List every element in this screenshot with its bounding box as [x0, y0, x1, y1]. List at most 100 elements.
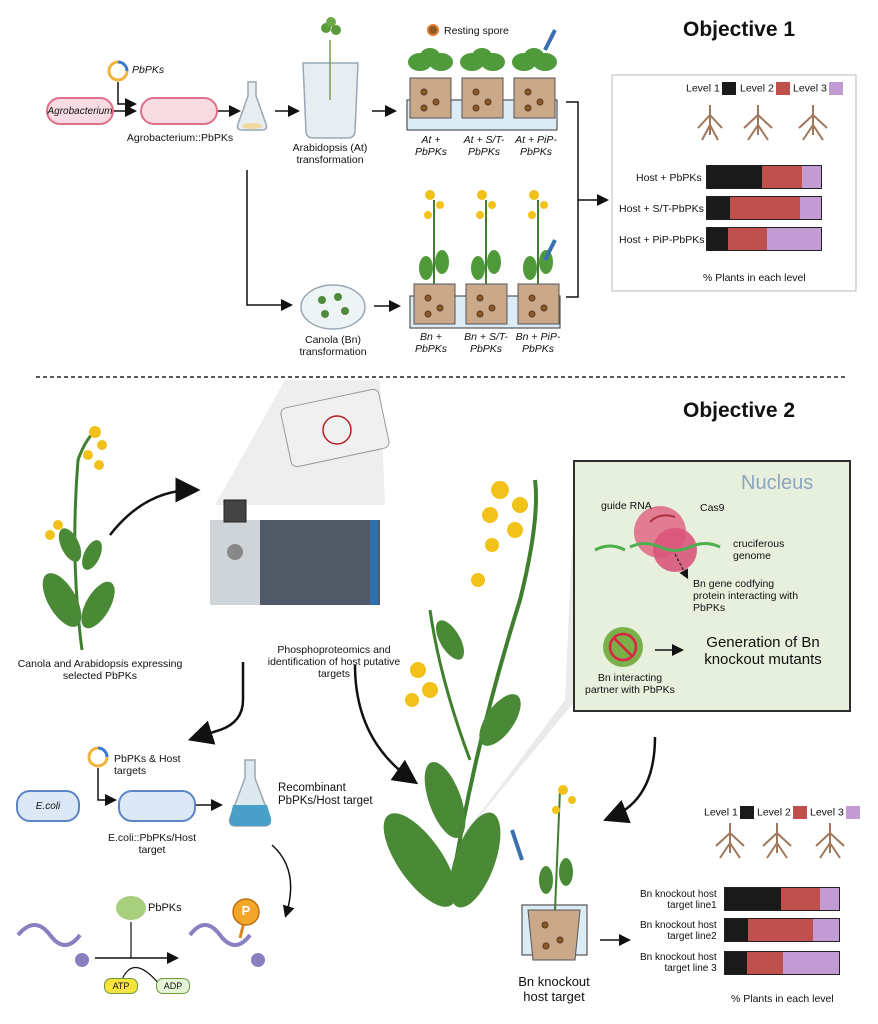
bar-segment-level-1	[725, 919, 748, 941]
bar-segment-level-1	[725, 952, 747, 974]
legend-swatch	[721, 82, 736, 95]
nucleus-panel: Nucleus guide RNA Cas9 cruciferous genom…	[573, 460, 851, 712]
bar-segment-level-2	[727, 228, 768, 250]
stacked-bar	[706, 196, 822, 220]
bn-label-2: Bn + S/T- PbPKs	[464, 331, 508, 355]
bar-segment-level-1	[707, 166, 762, 188]
genome-dna-icon	[629, 542, 721, 552]
pbpks-host-targets-label: PbPKs & Host targets	[114, 753, 181, 777]
flask-icon-2	[228, 759, 272, 827]
chart2-category-label: Bn knockout host target line1	[640, 889, 717, 911]
legend-swatch	[845, 806, 860, 819]
root-icons	[697, 105, 828, 141]
substrate-protein-icon	[16, 923, 89, 967]
objective1-title: Objective 1	[683, 18, 796, 41]
chart2-legend-level2: Level 2	[757, 806, 807, 819]
interacting-partner-icon	[603, 627, 643, 667]
at-label-1: At + PbPKs	[414, 134, 448, 158]
at-label-3: At + PiP- PbPKs	[515, 134, 557, 158]
chart2-category-label: Bn knockout host target line 3	[640, 952, 717, 974]
bar-segment-level-3	[812, 919, 839, 941]
beaker-icon	[302, 17, 359, 139]
ecoli-pbpks-cell	[118, 790, 196, 822]
chart2-category-label: Bn knockout host target line2	[640, 920, 717, 942]
bn-knockout-host-label: Bn knockout host target	[518, 974, 590, 1004]
chart1-legend-level3: Level 3	[793, 82, 843, 95]
bar-segment-level-2	[761, 166, 802, 188]
phospho-label: P	[241, 903, 251, 918]
legend-swatch	[792, 806, 807, 819]
pbpks-enzyme-icon	[116, 896, 146, 920]
at-pots-tray	[406, 48, 558, 131]
recombinant-label: Recombinant PbPKs/Host target	[278, 782, 373, 807]
mass-spectrometer-icon	[210, 380, 390, 605]
stacked-bar	[706, 227, 822, 251]
phosphoproteomics-label: Phosphoproteomics and identification of …	[267, 644, 401, 680]
bn-pots-tray	[409, 190, 561, 329]
bar-segment-level-1	[707, 228, 728, 250]
bar-segment-level-2	[746, 952, 784, 974]
chart2-legend-level3: Level 3	[810, 806, 860, 819]
chart1-category-label: Host + PiP-PbPKs	[619, 234, 705, 246]
phosphorylated-protein-icon	[188, 898, 265, 967]
stacked-bar	[724, 918, 840, 942]
bn-interacting-partner-label: Bn interacting partner with PbPKs	[585, 672, 675, 696]
bar-segment-level-1	[725, 888, 781, 910]
bn-gene-label: Bn gene codfying protein interacting wit…	[693, 578, 799, 614]
bar-segment-level-3	[800, 197, 821, 219]
flask-icon	[236, 81, 268, 131]
atp-label: ATP	[104, 978, 138, 994]
stacked-bar	[724, 951, 840, 975]
cas9-label: Cas9	[700, 502, 725, 514]
canola-transformation-label: Canola (Bn) transformation	[299, 334, 367, 358]
bar-segment-level-3	[783, 952, 839, 974]
pipette-icon	[543, 29, 557, 51]
at-label-2: At + S/T- PbPKs	[463, 134, 505, 158]
root-icons-2	[715, 823, 845, 859]
stacked-bar	[724, 887, 840, 911]
agrobacterium-cell: Agrobacterium	[46, 97, 114, 125]
adp-label: ADP	[156, 978, 190, 994]
objective2-title: Objective 2	[683, 399, 796, 422]
legend-swatch	[828, 82, 843, 95]
resting-spore-icon	[427, 24, 439, 36]
pbpks-enzyme-label: PbPKs	[148, 902, 182, 914]
canola-plant-left	[42, 426, 115, 651]
stacked-bar	[706, 165, 822, 189]
guide-rna-icon	[649, 514, 676, 523]
resting-spore-label: Resting spore	[444, 25, 509, 37]
agrobacterium-pbpks-cell	[140, 97, 218, 125]
canola-arabidopsis-label: Canola and Arabidopsis expressing select…	[17, 658, 183, 682]
knockout-pot	[510, 785, 588, 961]
legend-swatch	[739, 806, 754, 819]
chart2-legend-level1: Level 1	[704, 806, 754, 819]
bar-segment-level-1	[707, 197, 730, 219]
legend-swatch	[775, 82, 790, 95]
pipette-icon	[543, 239, 557, 261]
pbpks-plasmid-label: PbPKs	[132, 64, 165, 76]
ecoli-cell: E.coli	[16, 790, 80, 822]
bar-segment-level-2	[780, 888, 820, 910]
canola-plant-center	[383, 479, 576, 908]
chart1-category-label: Host + S/T-PbPKs	[619, 203, 704, 215]
bn-label-3: Bn + PiP- PbPKs	[515, 331, 561, 355]
bar-segment-level-2	[729, 197, 801, 219]
generation-knockout-label: Generation of Bn knockout mutants	[704, 634, 822, 668]
ecoli-pbpks-label: E.coli::PbPKs/Host target	[107, 832, 197, 856]
bar-segment-level-3	[767, 228, 821, 250]
chart2-xlabel: % Plants in each level	[731, 993, 834, 1005]
pbpks-plasmid-icon	[107, 60, 129, 82]
plasmid-icon-2	[87, 746, 109, 768]
bar-segment-level-3	[819, 888, 839, 910]
guide-rna-label: guide RNA	[601, 500, 652, 512]
bar-segment-level-2	[747, 919, 813, 941]
arabidopsis-transformation-label: Arabidopsis (At) transformation	[292, 142, 368, 166]
bn-label-1: Bn + PbPKs	[414, 331, 448, 355]
cruciferous-genome-label: cruciferous genome	[733, 538, 785, 562]
petri-dish-icon	[300, 284, 366, 330]
chart1-legend-level2: Level 2	[740, 82, 790, 95]
chart1-category-label: Host + PbPKs	[636, 172, 702, 184]
agro-pbpks-label: Agrobacterium::PbPKs	[126, 132, 234, 144]
nucleus-graphics	[594, 506, 721, 667]
